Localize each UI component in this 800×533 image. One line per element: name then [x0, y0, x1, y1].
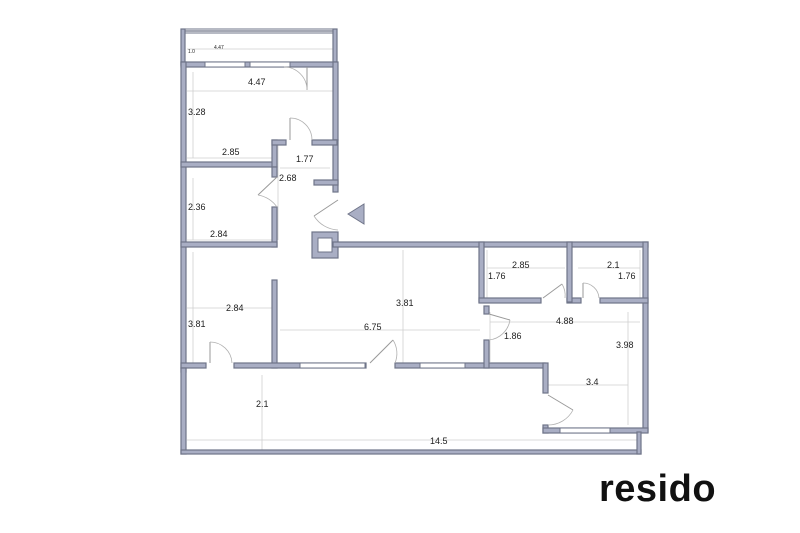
- dimension-lines: [187, 48, 641, 450]
- label-room5-width: 2.1: [607, 260, 620, 270]
- entrance-arrow-icon: [347, 203, 365, 225]
- resido-logo: resido: [599, 468, 717, 510]
- label-living-depth: 3.81: [396, 298, 414, 308]
- label-room4-depth: 1.76: [488, 271, 506, 281]
- label-room6-width: 3.4: [586, 377, 599, 387]
- label-terrace-depth: 2.1: [256, 399, 269, 409]
- label-room4-width: 2.85: [512, 260, 530, 270]
- label-terrace-width: 14.5: [430, 436, 448, 446]
- doors: [209, 66, 600, 426]
- label-living-width: 6.75: [364, 322, 382, 332]
- label-balcony-depth: 1.0: [188, 49, 195, 55]
- label-room6-depth: 3.98: [616, 340, 634, 350]
- label-room2-depth: 2.36: [188, 202, 206, 212]
- dimension-labels: 1.0 4.47 4.47 3.28 2.85 1.77 2.68 2.36 2…: [188, 45, 636, 446]
- label-room2-width: 2.84: [210, 229, 228, 239]
- label-corridor-width: 4.88: [556, 316, 574, 326]
- balcony: [180, 28, 338, 66]
- label-room5-depth: 1.76: [618, 271, 636, 281]
- label-balcony-width: 4.47: [214, 45, 224, 51]
- label-hall-depth: 2.68: [279, 173, 297, 183]
- label-hall-upper: 1.77: [296, 154, 314, 164]
- label-room3-depth: 3.81: [188, 319, 206, 329]
- walls: [180, 61, 649, 455]
- label-room1-lower-width: 2.85: [222, 147, 240, 157]
- label-room1-width: 4.47: [248, 77, 266, 87]
- label-room1-depth: 3.28: [188, 107, 206, 117]
- label-room3-width: 2.84: [226, 303, 244, 313]
- label-corridor-depth: 1.86: [504, 331, 522, 341]
